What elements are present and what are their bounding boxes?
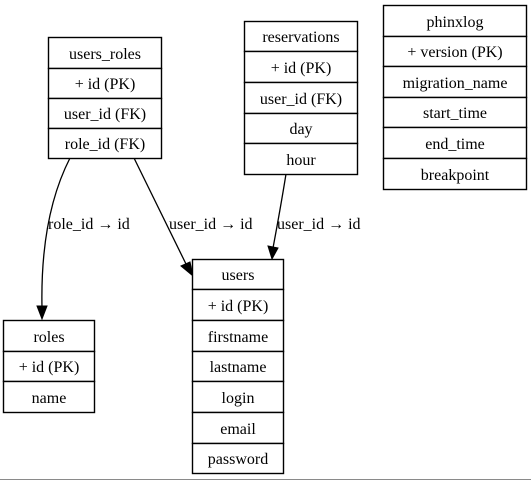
table-roles: roles + id (PK) name <box>2 319 96 414</box>
table-row <box>47 127 163 160</box>
table-title: roles <box>33 329 64 346</box>
table-users: users + id (PK) firstname lastname login… <box>191 258 285 475</box>
table-header <box>243 20 359 53</box>
edge-label: user_id → id <box>277 216 361 233</box>
relation-role-id: role_id → id <box>36 157 130 321</box>
table-row <box>382 65 528 99</box>
table-header <box>191 258 285 291</box>
table-row <box>382 126 528 160</box>
row-text: migration_name <box>403 75 508 92</box>
table-title: users <box>222 267 255 284</box>
edge-line <box>41 157 71 309</box>
table-row <box>243 50 359 84</box>
row-text: + version (PK) <box>407 44 502 61</box>
table-title: phinxlog <box>427 14 484 31</box>
relation-user-id-reservations: user_id → id <box>267 173 361 261</box>
row-text: firstname <box>208 329 268 346</box>
edge-line <box>272 173 287 249</box>
table-row <box>382 157 528 191</box>
row-text: hour <box>286 152 316 169</box>
table-header <box>382 4 528 38</box>
row-text: + id (PK) <box>271 60 332 77</box>
relation-user-id-users-roles: user_id → id <box>133 157 253 278</box>
row-text: user_id (FK) <box>260 91 342 108</box>
table-row <box>191 411 285 445</box>
row-text: end_time <box>425 136 485 153</box>
row-text: user_id (FK) <box>64 106 146 123</box>
row-text: email <box>220 421 256 438</box>
row-text: role_id (FK) <box>65 136 145 153</box>
edge-line <box>133 157 187 265</box>
row-text: + id (PK) <box>75 76 136 93</box>
table-reservations: reservations + id (PK) user_id (FK) day … <box>243 20 359 176</box>
arrowhead <box>180 261 194 278</box>
row-text: + id (PK) <box>19 359 80 376</box>
table-row <box>382 96 528 129</box>
table-title: users_roles <box>69 46 141 63</box>
table-title: reservations <box>262 29 339 46</box>
row-text: day <box>289 121 312 138</box>
table-row <box>191 442 285 475</box>
edge-label: role_id → id <box>48 216 130 233</box>
arrowhead <box>36 305 48 321</box>
row-text: login <box>222 390 255 407</box>
row-text: lastname <box>210 359 267 376</box>
table-row <box>243 112 359 145</box>
arrowhead <box>267 245 279 261</box>
table-row <box>382 35 528 68</box>
edge-label: user_id → id <box>169 216 253 233</box>
table-row <box>47 67 163 100</box>
row-text: breakpoint <box>421 167 490 184</box>
row-text: name <box>32 390 67 407</box>
table-row <box>243 142 359 176</box>
table-phinxlog: phinxlog + version (PK) migration_name s… <box>382 4 528 191</box>
row-text: + id (PK) <box>208 298 269 315</box>
table-row <box>243 81 359 115</box>
table-row <box>2 380 96 414</box>
table-users-roles: users_roles + id (PK) user_id (FK) role_… <box>47 36 163 160</box>
row-text: start_time <box>423 105 487 122</box>
row-text: password <box>208 451 268 468</box>
